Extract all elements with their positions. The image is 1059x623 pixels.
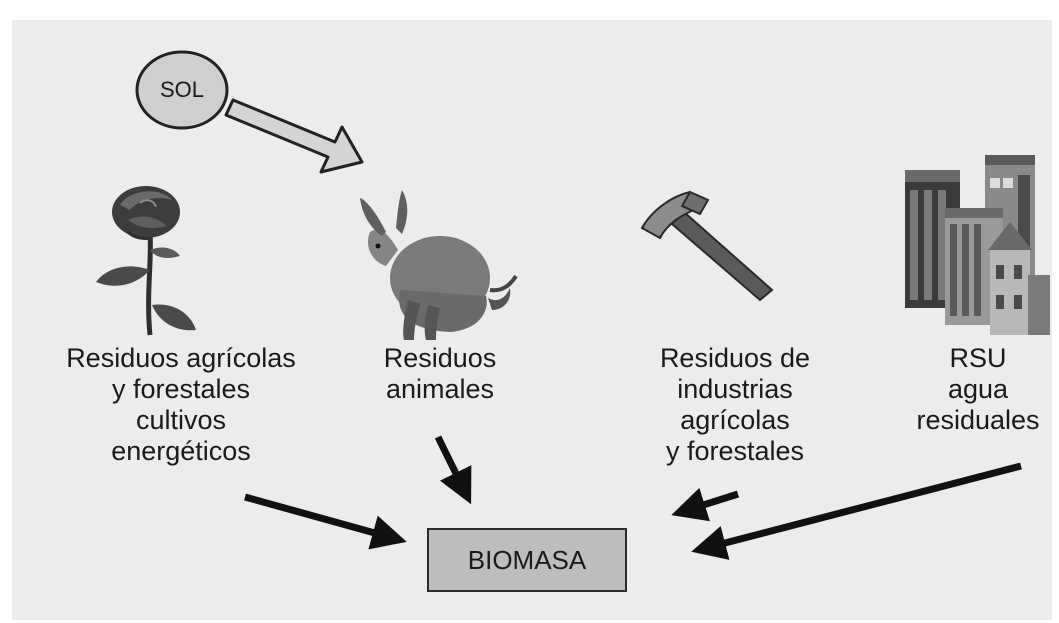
label-line: Residuos [383,343,497,373]
label-line: industrias [677,374,793,404]
label-line: Residuos de [659,343,811,373]
label-industrial-residues: Residuos de industrias agrícolas y fores… [640,343,830,467]
arrow-agricultural [244,493,407,550]
label-line: agua [947,374,1009,404]
label-line: agrícolas [680,405,790,435]
sun-label: SOL [159,77,205,102]
hammer-icon [640,190,774,302]
donkey-icon [360,190,518,340]
label-line: energéticos [111,436,251,466]
label-urban-waste: RSU agua residuales [908,343,1048,436]
arrow-animal [434,435,472,505]
biomass-label: BIOMASA [467,544,587,575]
label-line: animales [385,374,495,404]
label-animal-residues: Residuos animales [360,343,520,405]
label-line: cultivos [135,405,227,435]
arrow-industrial [671,487,740,522]
sun-icon [135,50,229,130]
label-line: Residuos agrícolas [66,343,296,373]
label-line: RSU [949,343,1007,373]
label-agricultural-residues: Residuos agrícolas y forestales cultivos… [56,343,306,467]
biomass-box: BIOMASA [427,528,627,592]
rose-icon [96,186,196,336]
label-line: y forestales [111,374,251,404]
label-line: residuales [916,405,1040,435]
buildings-icon [905,155,1050,335]
label-line: y forestales [665,436,805,466]
arrow-urban [691,462,1022,560]
sun-arrow [224,98,364,174]
